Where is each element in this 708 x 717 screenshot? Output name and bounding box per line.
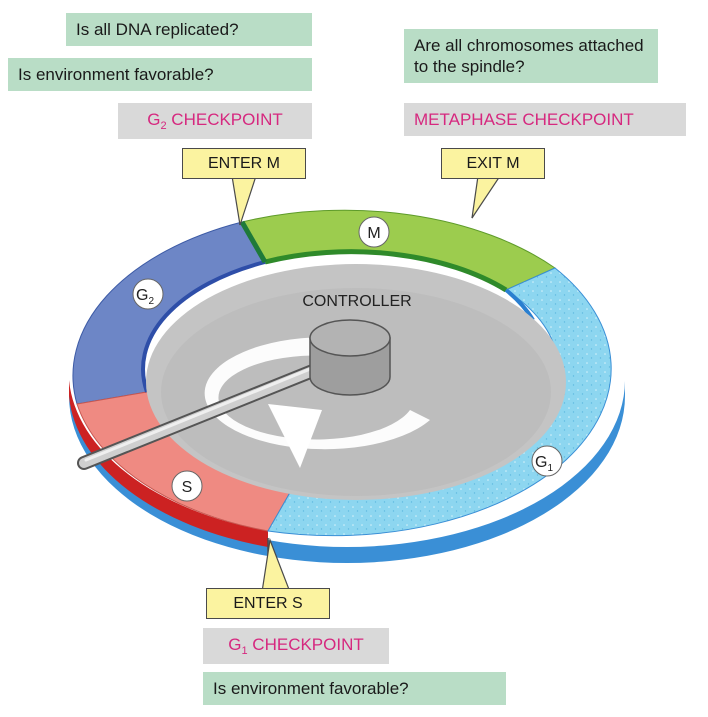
g1-checkpoint-label: G1 CHECKPOINT [203, 628, 389, 664]
metaphase-checkpoint-label: METAPHASE CHECKPOINT [404, 103, 686, 136]
phase-label-g2: G2 [132, 278, 164, 310]
phase-label-m: M [358, 216, 390, 248]
enter-m-boundary [239, 220, 268, 264]
controller-hub [309, 319, 391, 396]
exit-m-callout-tail [471, 175, 502, 219]
svg-text:G1: G1 [535, 454, 553, 474]
phase-label-g1: G1 [531, 445, 563, 477]
svg-text:G2: G2 [136, 287, 154, 307]
controller-lever [77, 357, 337, 470]
enter-m-callout: ENTER M [182, 148, 306, 179]
phase-label-s: S [171, 470, 203, 502]
enter-m-callout-tail [231, 175, 257, 226]
exit-m-callout: EXIT M [441, 148, 545, 179]
ring-side-walls [69, 380, 625, 563]
g2-question-dna-replicated: Is all DNA replicated? [66, 13, 312, 46]
g1-question-environment: Is environment favorable? [203, 672, 506, 705]
svg-text:M: M [367, 225, 380, 242]
g2-question-environment: Is environment favorable? [8, 58, 312, 91]
enter-s-callout: ENTER S [206, 588, 330, 619]
g2-inner-rim [141, 260, 266, 393]
metaphase-question: Are all chromosomes attached to the spin… [404, 29, 658, 83]
svg-text:S: S [182, 479, 193, 496]
arrow-head-icon [268, 404, 322, 468]
g2-checkpoint-label: G2 CHECKPOINT [118, 103, 312, 139]
controller-label: CONTROLLER [302, 293, 411, 310]
m-inner-rim [264, 249, 508, 293]
